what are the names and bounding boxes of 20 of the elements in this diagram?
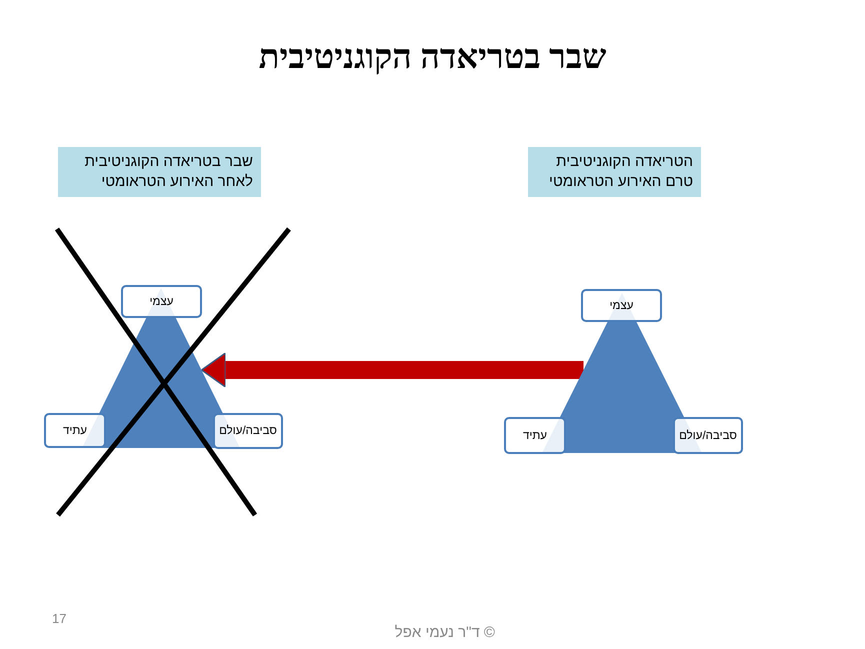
vertex-box xyxy=(581,289,662,322)
vertex-label: עתיד xyxy=(63,424,87,438)
vertex-label: סביבה/עולם xyxy=(679,428,737,442)
vertex-label: סביבה/עולם xyxy=(219,424,277,438)
arrow xyxy=(200,352,584,388)
vertex-label: עתיד xyxy=(523,428,547,442)
vertex-box xyxy=(504,417,566,454)
heading-text: שבר בטריאדה הקוגניטיבית לאחר האירוע הטראומטי xyxy=(84,152,253,192)
vertex-box xyxy=(44,413,106,448)
vertex-label: עצמי xyxy=(150,294,174,308)
slide-title: שבר בטריאדה הקוגניטיבית xyxy=(258,38,606,78)
copyright-note: © ד"ר נעמי אפל xyxy=(394,624,495,641)
vertex-box xyxy=(121,285,202,318)
caption-box xyxy=(528,147,701,197)
heading-text: הטריאדה הקוגניטיבית טרם האירוע הטראומטי xyxy=(548,152,693,192)
vertex-box xyxy=(213,413,283,449)
page-number: 17 xyxy=(52,611,66,626)
vertex-label: עצמי xyxy=(610,298,634,312)
caption-box xyxy=(58,147,261,197)
vertex-box xyxy=(673,417,743,454)
